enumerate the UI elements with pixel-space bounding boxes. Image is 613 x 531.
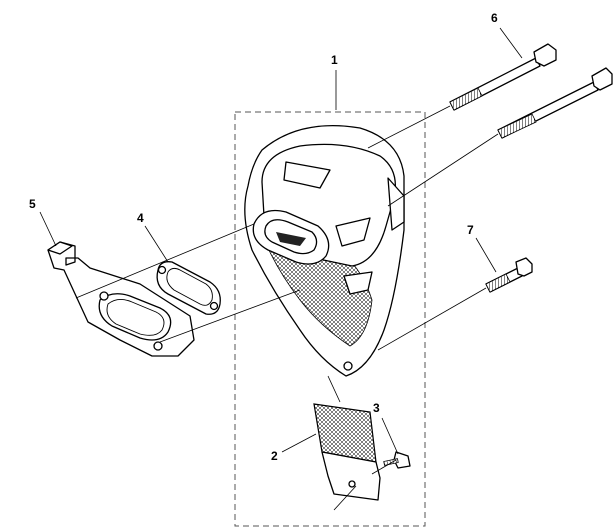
label-part-4: 4 — [137, 211, 144, 225]
part-number-labels: 1 2 3 4 5 6 7 — [29, 11, 498, 463]
muffler-body — [244, 125, 405, 377]
label-part-2: 2 — [271, 449, 278, 463]
muffler-screw-hole — [343, 361, 353, 371]
label-part-1: 1 — [331, 53, 338, 67]
assembly-boundary-box — [234, 111, 426, 527]
long-bolt-upper — [449, 43, 557, 111]
long-bolt-lower — [497, 67, 613, 139]
gasket — [156, 261, 221, 315]
assembly-center-lines — [75, 105, 499, 511]
spark-arrestor-screen — [313, 403, 381, 501]
label-leader-lines — [39, 27, 523, 455]
short-bolt — [485, 257, 533, 293]
label-part-6: 6 — [491, 11, 498, 25]
label-part-3: 3 — [373, 401, 380, 415]
label-part-5: 5 — [29, 197, 36, 211]
bracket-plate — [47, 241, 195, 357]
small-screw — [383, 451, 411, 469]
label-part-7: 7 — [467, 223, 474, 237]
